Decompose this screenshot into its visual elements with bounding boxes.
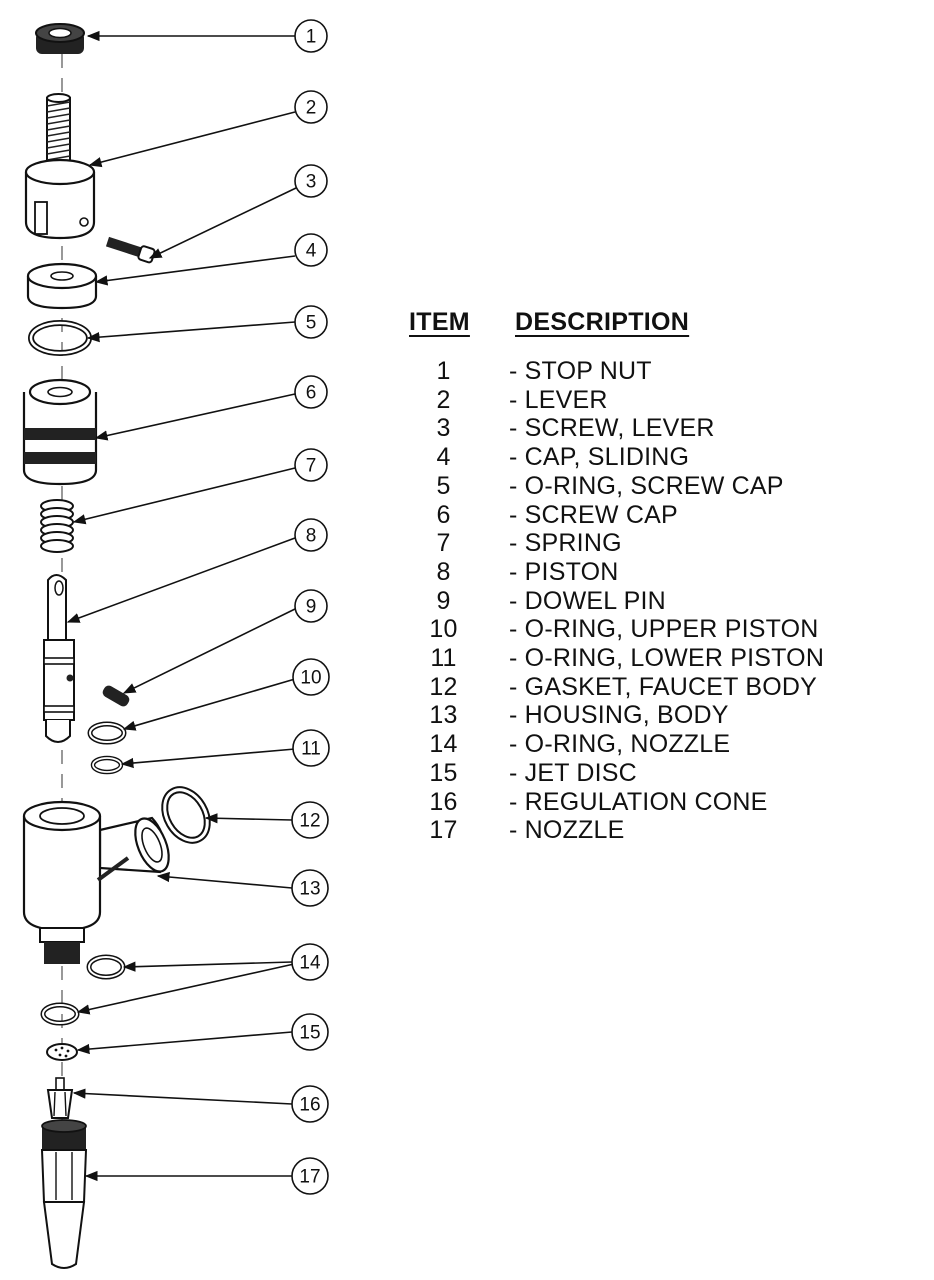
callout-number: 10	[300, 668, 321, 689]
item-number: 12	[429, 672, 458, 701]
part-oring-screw-cap	[28, 320, 92, 356]
item-number: 10	[429, 615, 458, 644]
item-number: 3	[436, 414, 451, 443]
part-lever-screw	[105, 236, 156, 264]
callout-number: 1	[306, 27, 317, 48]
part-oring-nozzle-a	[86, 954, 126, 980]
item-description: - GASKET, FAUCET BODY	[509, 672, 817, 701]
item-number: 14	[429, 730, 458, 759]
table-row: 6 - SCREW CAP	[405, 501, 905, 530]
item-number: 15	[429, 758, 458, 787]
table-row: 2 - LEVER	[405, 386, 905, 415]
table-row: 10 - O-RING, UPPER PISTON	[405, 615, 905, 644]
item-number: 17	[429, 816, 458, 845]
callout-number: 17	[299, 1167, 320, 1188]
item-number: 11	[430, 644, 457, 673]
table-row: 9 - DOWEL PIN	[405, 587, 905, 616]
part-housing-body	[22, 800, 170, 964]
table-row: 3 - SCREW, LEVER	[405, 414, 905, 443]
exploded-faucet-diagram: 1 2 3 4 5 6 7 8 9 10 11 12 13 14 15 16 1…	[22, 19, 330, 1270]
table-row: 14 - O-RING, NOZZLE	[405, 730, 905, 759]
parts-table: ITEM DESCRIPTION 1 - STOP NUT 2 - LEVER 3 - S…	[405, 308, 905, 845]
item-description: - DOWEL PIN	[509, 586, 666, 615]
item-description: - LEVER	[509, 385, 608, 414]
item-number: 9	[436, 586, 451, 615]
item-number: 5	[436, 471, 451, 500]
table-row: 16 - REGULATION CONE	[405, 788, 905, 817]
item-number: 2	[436, 385, 451, 414]
item-description: - REGULATION CONE	[509, 787, 768, 816]
item-number: 13	[429, 701, 458, 730]
item-number: 7	[436, 529, 451, 558]
item-number: 4	[436, 443, 451, 472]
callout-number: 11	[301, 739, 321, 760]
table-row: 8 - PISTON	[405, 558, 905, 587]
callout-number: 13	[299, 879, 320, 900]
part-nozzle	[40, 1119, 88, 1269]
item-column-header: ITEM	[409, 308, 470, 336]
callout-number: 2	[306, 98, 317, 119]
item-description: - SPRING	[509, 529, 622, 558]
table-row: 4 - CAP, SLIDING	[405, 443, 905, 472]
item-description: - O-RING, UPPER PISTON	[509, 615, 819, 644]
callout-number: 16	[299, 1095, 320, 1116]
callout-number: 15	[299, 1023, 320, 1044]
leader-lines	[66, 30, 297, 1182]
part-cap-sliding	[26, 262, 98, 310]
callout-circles	[291, 19, 330, 1195]
item-description: - O-RING, LOWER PISTON	[509, 644, 825, 673]
callout-number: 6	[306, 383, 317, 404]
part-spring	[40, 499, 74, 553]
part-lever	[24, 93, 96, 240]
item-number: 6	[436, 500, 451, 529]
item-description: - SCREW, LEVER	[509, 414, 715, 443]
callout-number: 12	[299, 811, 320, 832]
item-description: - HOUSING, BODY	[509, 701, 729, 730]
part-oring-upper-piston	[87, 721, 127, 745]
callout-number: 8	[306, 526, 317, 547]
table-row: 5 - O-RING, SCREW CAP	[405, 472, 905, 501]
part-stop-nut	[35, 23, 85, 54]
parts-table-header: ITEM DESCRIPTION	[405, 308, 905, 337]
part-jet-disc	[46, 1043, 78, 1061]
table-row: 11 - O-RING, LOWER PISTON	[405, 644, 905, 673]
item-description: - O-RING, SCREW CAP	[509, 471, 784, 500]
item-number: 16	[429, 787, 458, 816]
parts-table-rows: 1 - STOP NUT 2 - LEVER 3 - SCREW, LEVER 4 - CAP…	[405, 357, 905, 845]
callout-number: 3	[306, 172, 317, 193]
part-oring-nozzle-b	[40, 1002, 80, 1026]
callout-number: 14	[299, 953, 321, 974]
item-description: - O-RING, NOZZLE	[509, 730, 731, 759]
table-row: 12 - GASKET, FAUCET BODY	[405, 673, 905, 702]
item-description: - PISTON	[509, 557, 619, 586]
part-regulation-cone	[46, 1077, 74, 1119]
table-row: 13 - HOUSING, BODY	[405, 701, 905, 730]
item-description: - CAP, SLIDING	[509, 443, 690, 472]
item-description: - STOP NUT	[509, 357, 652, 385]
part-piston	[43, 574, 75, 743]
callout-number: 9	[306, 597, 317, 618]
callout-number: 5	[306, 313, 317, 334]
table-row: 17 - NOZZLE	[405, 816, 905, 845]
part-dowel-pin	[102, 685, 130, 707]
item-description: - SCREW CAP	[509, 500, 678, 529]
item-number: 8	[436, 557, 451, 586]
item-description: - NOZZLE	[509, 816, 625, 845]
item-description: - JET DISC	[509, 758, 637, 787]
callout-number: 7	[306, 456, 317, 477]
table-row: 1 - STOP NUT	[405, 357, 905, 386]
table-row: 15 - JET DISC	[405, 759, 905, 788]
part-oring-lower-piston	[90, 755, 124, 775]
part-screw-cap	[22, 378, 98, 486]
description-column-header: DESCRIPTION	[515, 308, 690, 336]
item-number: 1	[436, 357, 451, 385]
table-row: 7 - SPRING	[405, 529, 905, 558]
part-gasket-faucet-body	[161, 786, 211, 844]
callout-number: 4	[306, 241, 317, 262]
